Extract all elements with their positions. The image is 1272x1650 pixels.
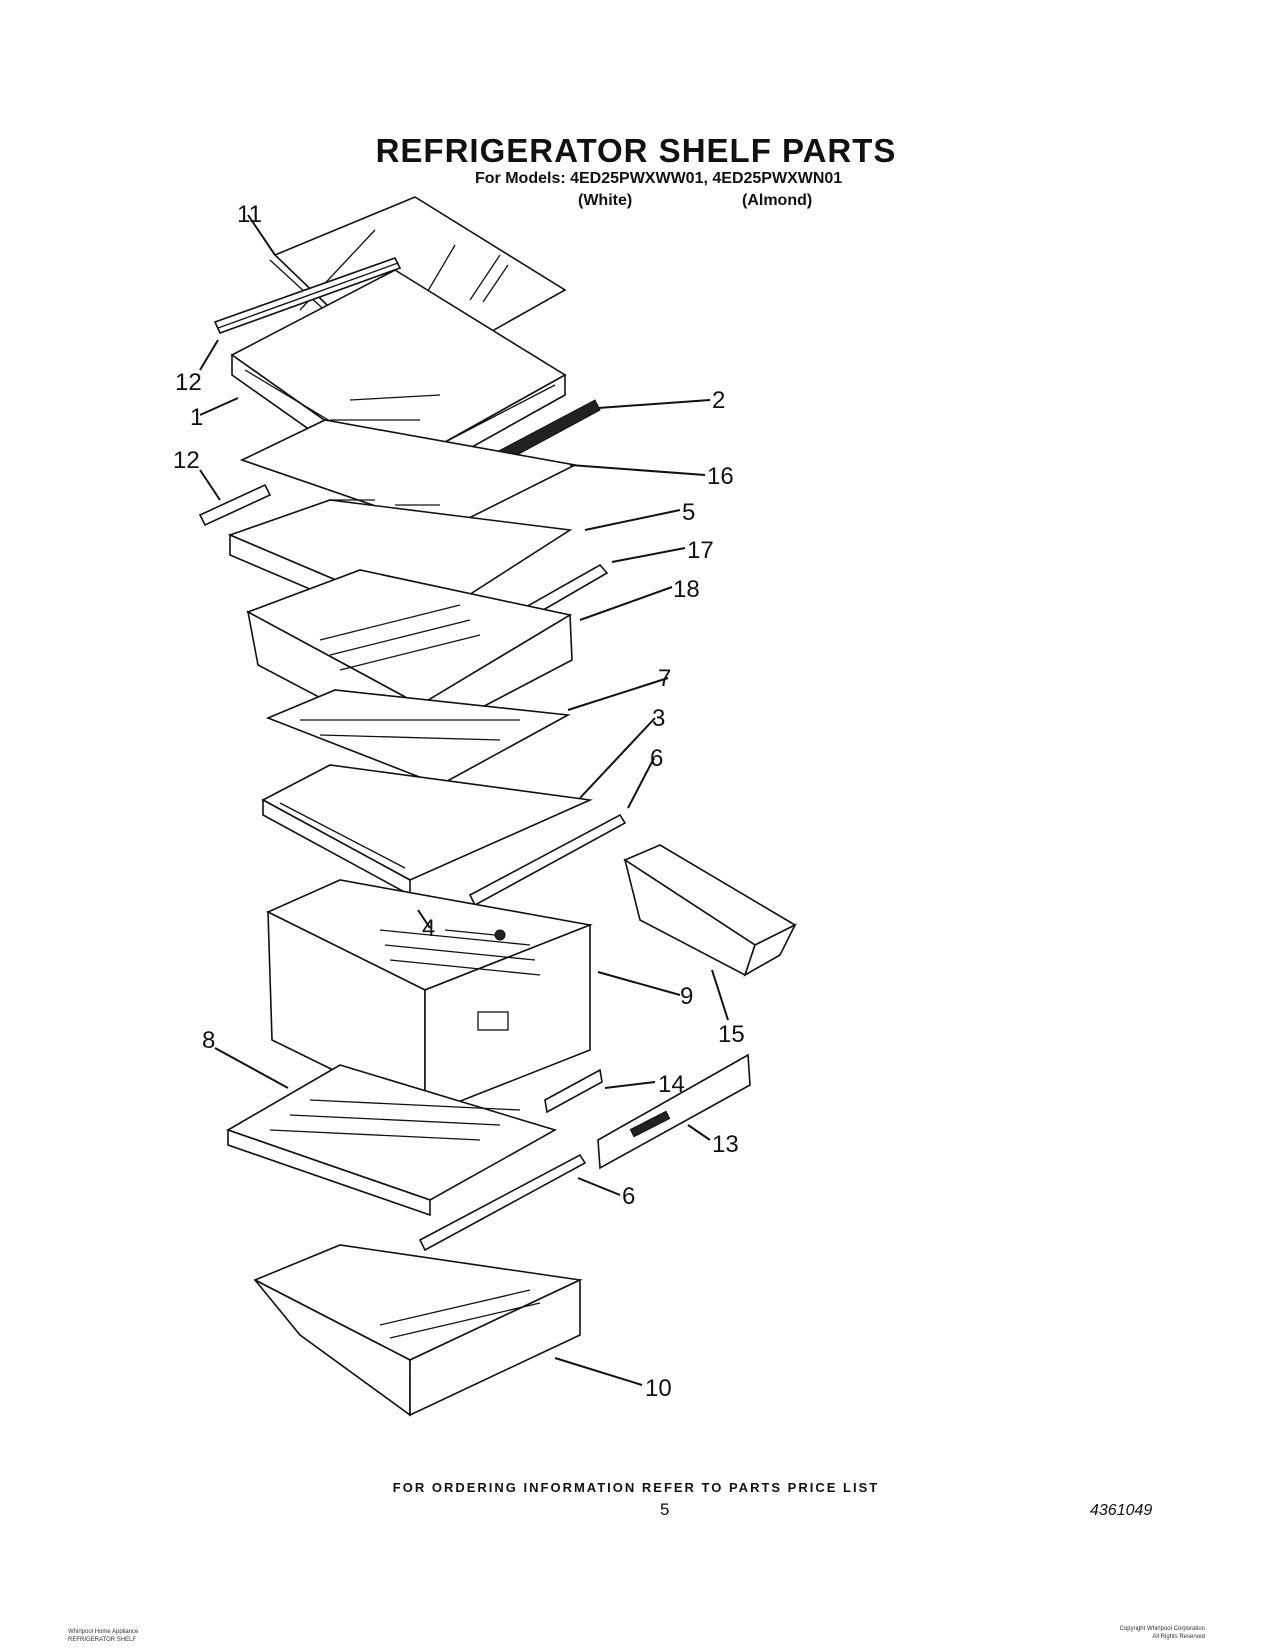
model-numbers: For Models: 4ED25PWXWW01, 4ED25PWXWN01: [475, 170, 843, 187]
part-8-drawer-cover: [226, 1064, 558, 1217]
callout-5: 5: [682, 499, 695, 526]
callout-12-upper: 12: [175, 369, 202, 396]
footer-small-left-line2: REFRIGERATOR SHELF: [68, 1637, 137, 1643]
part-13-drawer-front-panel: [597, 1053, 751, 1170]
leader-lines: [199, 214, 729, 1386]
footer-small-right-line2: All Rights Reserved: [1152, 1634, 1205, 1640]
callout-15: 15: [718, 1021, 745, 1048]
footer-small-right: Copyright Whirlpool Corporation All Righ…: [1090, 1625, 1205, 1641]
page-title: REFRIGERATOR SHELF PARTS: [375, 132, 897, 169]
part-3-frame: [261, 764, 593, 897]
part-7-glass-insert: [265, 689, 571, 786]
callout-10: 10: [645, 1375, 672, 1402]
part-12-slide-rail-upper: [213, 257, 402, 335]
callout-numbers: 11 12 1 2 12 16 5 17 18 7 3 6 4 9 15 8 1…: [173, 201, 745, 1402]
callout-3: 3: [652, 705, 665, 732]
page-number: 5: [660, 1500, 670, 1519]
part-9-crisper-drawer: [266, 879, 593, 1117]
callout-6-lower: 6: [622, 1183, 635, 1210]
part-4-clip: [444, 929, 506, 941]
color-white-label: (White): [578, 192, 633, 209]
footer-small-left: Whirlpool Home Appliance REFRIGERATOR SH…: [68, 1628, 138, 1644]
callout-9: 9: [680, 983, 693, 1010]
callout-2: 2: [712, 387, 725, 414]
part-12-slide-rail-lower: [198, 483, 272, 527]
callout-18: 18: [673, 576, 700, 603]
document-number: 4361049: [1090, 1502, 1153, 1519]
callout-1: 1: [190, 404, 203, 431]
callout-17: 17: [687, 537, 714, 564]
callout-13: 13: [712, 1131, 739, 1158]
color-almond-label: (Almond): [742, 192, 813, 209]
ordering-note: FOR ORDERING INFORMATION REFER TO PARTS …: [392, 1480, 880, 1495]
callout-12-lower: 12: [173, 447, 200, 474]
callout-6-upper: 6: [650, 745, 663, 772]
part-6-rail-lower: [418, 1153, 587, 1252]
footer-small-left-line1: Whirlpool Home Appliance: [68, 1629, 139, 1635]
callout-4: 4: [422, 915, 435, 942]
callout-14: 14: [658, 1071, 685, 1098]
callout-7: 7: [658, 665, 671, 692]
callout-11: 11: [237, 201, 262, 228]
callout-8: 8: [202, 1027, 215, 1054]
part-10-bottom-drawer: [253, 1244, 583, 1417]
part-6-rail-upper: [468, 813, 627, 907]
callout-16: 16: [707, 463, 734, 490]
part-14-label: [544, 1068, 603, 1114]
footer-small-right-line1: Copyright Whirlpool Corporation: [1119, 1626, 1205, 1632]
part-15-dairy-bin: [623, 844, 797, 977]
